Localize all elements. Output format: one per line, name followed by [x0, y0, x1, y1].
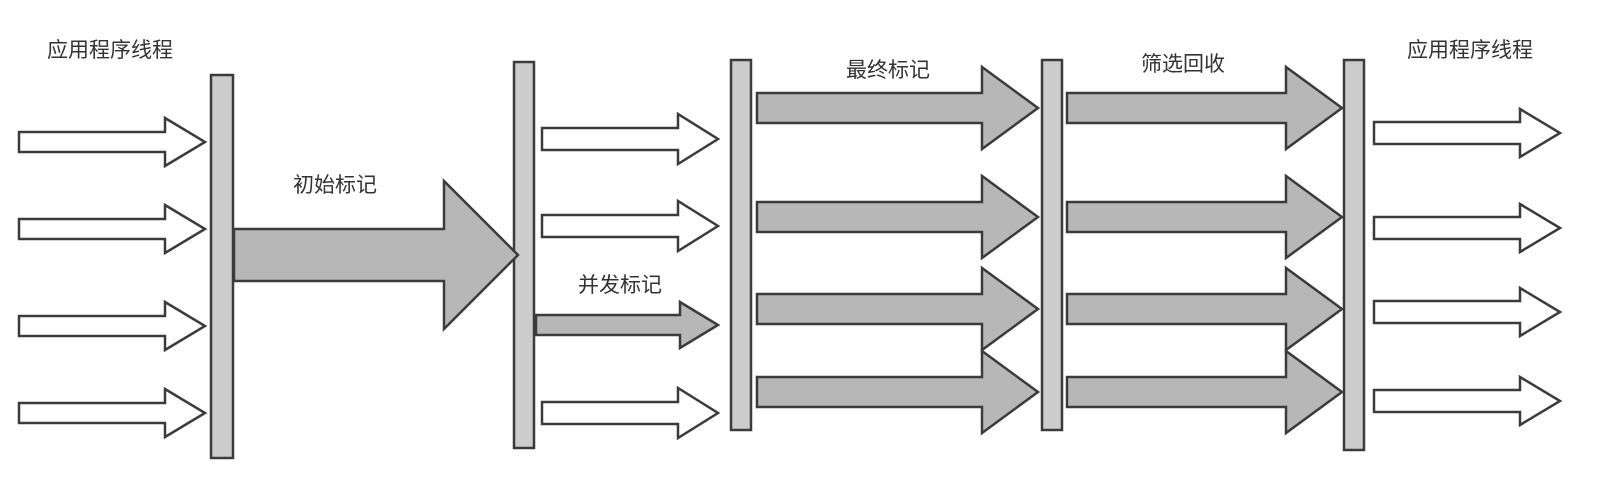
final-mark-arrow-1 — [755, 64, 1041, 152]
app-threads-right-arrow-3 — [1372, 285, 1563, 339]
live-data-counting-arrow-3 — [1065, 265, 1345, 353]
app-threads-left-arrow-2 — [17, 202, 208, 256]
final-mark-arrow-2 — [755, 173, 1041, 261]
live-data-counting-arrow-2 — [1065, 173, 1345, 261]
label-app-threads-left: 应用程序线程 — [47, 39, 173, 62]
concurrent-mark-arrow-2 — [540, 198, 721, 254]
app-threads-right-arrow-4 — [1372, 374, 1563, 428]
label-final-mark: 最终标记 — [846, 59, 930, 82]
app-threads-left-arrow-1 — [17, 115, 208, 169]
final-mark-arrow-4 — [755, 348, 1041, 436]
arrows-layer — [17, 64, 1563, 441]
app-threads-left-arrow-4 — [17, 386, 208, 440]
label-concurrent-mark: 并发标记 — [578, 274, 662, 297]
concurrent-mark-arrow-4 — [540, 385, 721, 441]
initial-mark-arrow-0 — [232, 177, 520, 333]
label-initial-mark: 初始标记 — [293, 174, 377, 197]
app-threads-right-arrow-2 — [1372, 201, 1563, 255]
safepoint-bar-1 — [209, 73, 235, 460]
final-mark-arrow-3 — [755, 265, 1041, 353]
live-data-counting-arrow-1 — [1065, 64, 1345, 152]
safepoint-bar-3 — [729, 58, 753, 432]
safepoint-bar-5 — [1342, 58, 1366, 452]
safepoint-bars-layer — [209, 58, 1366, 460]
concurrent-mark-arrow-1 — [540, 111, 721, 167]
live-data-counting-arrow-4 — [1065, 348, 1345, 436]
label-app-threads-right: 应用程序线程 — [1407, 39, 1533, 62]
app-threads-left-arrow-3 — [17, 299, 208, 353]
app-threads-right-arrow-1 — [1372, 106, 1563, 160]
concurrent-mark-arrow-3 — [534, 299, 721, 351]
label-live-data-counting: 筛选回收 — [1141, 53, 1225, 76]
safepoint-bar-4 — [1040, 58, 1064, 432]
